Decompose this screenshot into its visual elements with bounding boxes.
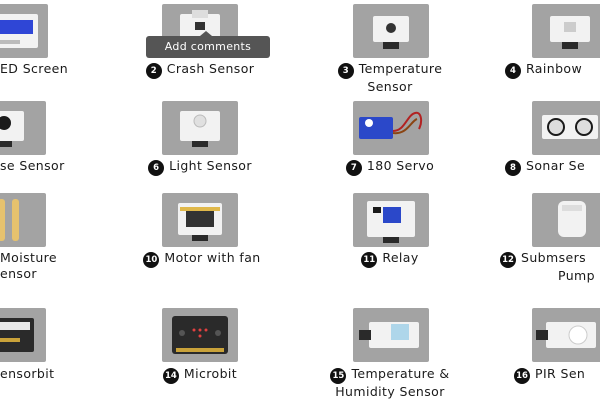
item-number-badge: 12 <box>500 252 516 268</box>
item-label-5: se Sensor <box>0 158 65 173</box>
pir-sensor-tile[interactable] <box>532 308 600 362</box>
submersible-pump-icon <box>558 201 586 237</box>
moisture-sensor-tile[interactable] <box>0 193 46 247</box>
noise-sensor-tile[interactable] <box>0 101 46 155</box>
item-number-badge: 8 <box>505 160 521 176</box>
item-number-badge: 4 <box>505 63 521 79</box>
pir-sensor-icon <box>536 322 596 348</box>
item-label-9: Moisture ensor <box>0 250 57 281</box>
motor-fan-icon <box>178 203 222 241</box>
item-number-badge: 7 <box>345 160 362 176</box>
item-number-badge: 6 <box>148 160 165 176</box>
light-sensor-icon <box>180 111 220 147</box>
sensorbit-tile[interactable] <box>0 308 46 362</box>
servo-icon <box>359 111 423 139</box>
sonar-sensor-tile[interactable] <box>532 101 600 155</box>
item-number-badge: 11 <box>361 252 378 268</box>
add-comments-tooltip: Add comments <box>146 31 270 58</box>
item-number-badge: 10 <box>143 252 160 268</box>
item-label-13: ensorbit <box>0 366 55 381</box>
microbit-tile[interactable] <box>162 308 238 362</box>
oled-screen-icon <box>0 14 38 48</box>
temp-humidity-sensor-tile[interactable] <box>353 308 429 362</box>
rainbow-led-icon <box>550 16 590 49</box>
item-number-badge: 3 <box>337 63 354 79</box>
item-number-badge: 2 <box>145 63 162 79</box>
motor-fan-tile[interactable] <box>162 193 238 247</box>
temperature-sensor-tile[interactable] <box>353 4 429 58</box>
temperature-sensor-icon <box>373 16 409 49</box>
submersible-pump-tile[interactable] <box>532 193 600 247</box>
microbit-icon <box>172 316 228 354</box>
sensorbit-icon <box>0 318 34 352</box>
servo-tile[interactable] <box>353 101 429 155</box>
oled-screen-tile[interactable] <box>0 4 48 58</box>
item-label-1: ED Screen <box>0 61 69 76</box>
moisture-sensor-icon <box>0 199 19 241</box>
relay-tile[interactable] <box>353 193 429 247</box>
sonar-sensor-icon <box>542 115 598 139</box>
item-number-badge: 15 <box>330 368 347 384</box>
relay-icon <box>367 201 415 243</box>
light-sensor-tile[interactable] <box>162 101 238 155</box>
item-number-badge: 16 <box>514 368 530 384</box>
noise-sensor-icon <box>0 111 24 147</box>
temp-humidity-sensor-icon <box>359 322 419 348</box>
rainbow-led-tile[interactable] <box>532 4 600 58</box>
item-number-badge: 14 <box>162 368 179 384</box>
